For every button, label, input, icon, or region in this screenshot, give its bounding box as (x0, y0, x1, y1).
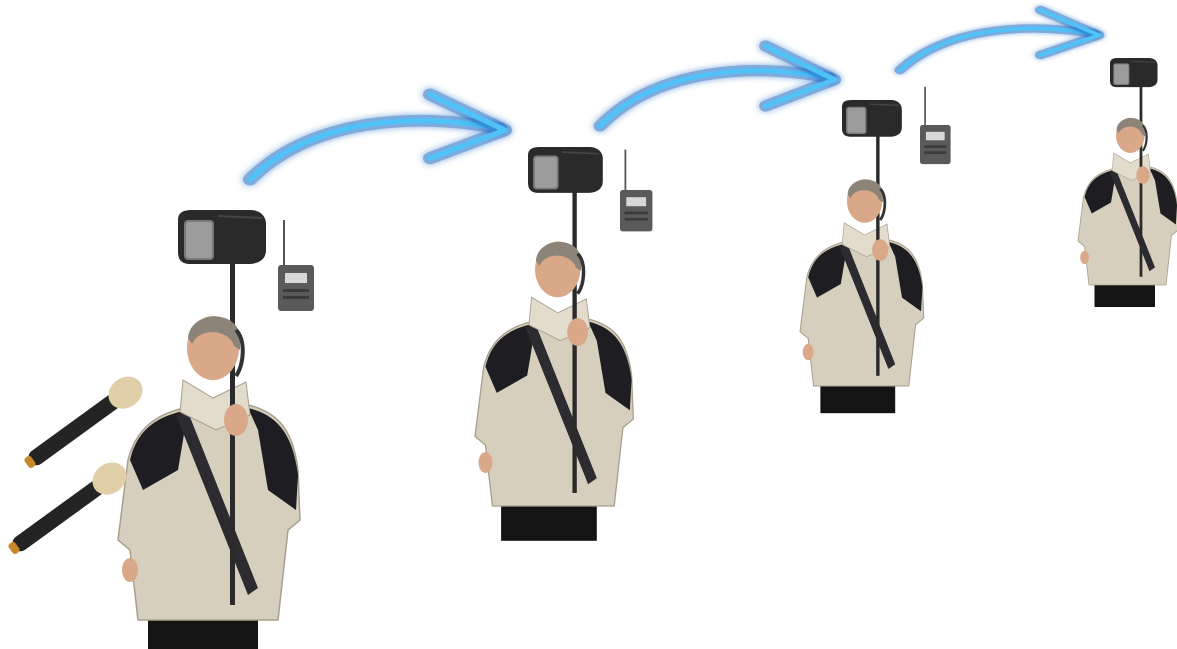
pa-speaker-icon (1110, 58, 1158, 87)
presenter-1 (118, 215, 300, 649)
pa-speaker-icon (528, 147, 603, 193)
pa-speaker-icon (842, 100, 902, 137)
bodypack-transmitter-icon (620, 150, 652, 232)
handheld-microphone-icon (2, 456, 133, 563)
presenter-3 (800, 111, 924, 414)
presenter-2 (475, 154, 633, 541)
pa-speaker-icon (178, 210, 266, 264)
bodypack-transmitter-icon (920, 87, 951, 164)
bodypack-transmitter-icon (278, 220, 314, 311)
presenter-4 (1078, 62, 1177, 307)
curved-arrow-icon (250, 95, 505, 180)
curved-arrow-icon (600, 46, 835, 126)
curved-arrow-icon (900, 10, 1099, 70)
